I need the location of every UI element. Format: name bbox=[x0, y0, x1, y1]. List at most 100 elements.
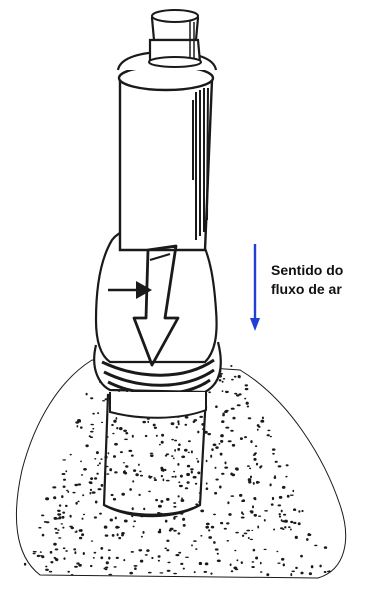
sand-dot bbox=[217, 553, 219, 555]
sand-dot bbox=[178, 495, 180, 497]
sand-dot bbox=[221, 473, 224, 475]
sand-dot bbox=[63, 557, 65, 560]
sand-dot bbox=[290, 573, 292, 576]
sand-dot bbox=[45, 566, 47, 568]
sand-dot bbox=[187, 465, 190, 468]
sand-dot bbox=[94, 458, 96, 460]
sand-dot bbox=[298, 522, 301, 525]
sand-dot bbox=[166, 540, 169, 542]
sand-dot bbox=[230, 365, 232, 367]
sand-dot bbox=[77, 425, 79, 427]
sand-dot bbox=[217, 560, 221, 563]
sand-dot bbox=[183, 524, 186, 527]
sand-dot bbox=[40, 551, 42, 553]
sand-dot bbox=[240, 437, 243, 440]
sand-dot bbox=[80, 461, 82, 463]
sand-dot bbox=[99, 513, 102, 515]
sand-dot bbox=[194, 571, 196, 573]
sand-dot bbox=[250, 476, 252, 479]
sand-dot bbox=[100, 556, 103, 559]
sand-dot bbox=[271, 503, 274, 505]
sand-dot bbox=[224, 467, 228, 469]
sand-dot bbox=[275, 461, 278, 463]
sand-dot bbox=[250, 539, 253, 540]
sand-dot bbox=[149, 476, 153, 478]
sand-dot bbox=[78, 564, 82, 567]
sand-dot bbox=[194, 419, 198, 421]
sand-dot bbox=[273, 529, 275, 531]
sand-dot bbox=[153, 424, 156, 427]
sand-dot bbox=[81, 474, 83, 475]
sand-dot bbox=[178, 443, 181, 446]
sand-dot bbox=[257, 424, 260, 427]
sand-dot bbox=[143, 508, 145, 511]
sand-dot bbox=[62, 473, 66, 475]
sand-dot bbox=[131, 551, 134, 553]
sand-dot bbox=[253, 497, 256, 500]
sand-dot bbox=[111, 494, 114, 496]
sand-dot bbox=[113, 498, 116, 501]
sand-dot bbox=[161, 434, 164, 437]
sand-dot bbox=[249, 468, 251, 470]
sand-dot bbox=[148, 572, 152, 574]
sand-dot bbox=[101, 422, 103, 423]
sand-dot bbox=[206, 482, 208, 484]
sand-dot bbox=[173, 471, 175, 473]
sand-dot bbox=[248, 417, 252, 419]
sand-dot bbox=[228, 440, 232, 442]
sand-dot bbox=[220, 440, 223, 443]
sand-dot bbox=[226, 522, 229, 524]
sand-dot bbox=[225, 410, 229, 412]
sand-dot bbox=[175, 476, 177, 478]
sand-dot bbox=[231, 379, 234, 381]
sand-dot bbox=[272, 448, 276, 450]
sand-dot bbox=[181, 456, 185, 459]
sand-dot bbox=[327, 571, 330, 573]
sand-dot bbox=[55, 558, 57, 561]
sand-dot bbox=[254, 453, 256, 456]
sand-dot bbox=[90, 489, 92, 491]
sand-dot bbox=[247, 465, 250, 467]
sand-dot bbox=[225, 391, 229, 393]
sand-dot bbox=[63, 547, 66, 549]
sand-dot bbox=[89, 481, 93, 483]
sand-dot bbox=[80, 426, 83, 428]
sand-dot bbox=[112, 534, 115, 537]
sand-dot bbox=[69, 526, 73, 528]
sand-dot bbox=[283, 563, 285, 566]
sand-dot bbox=[163, 478, 165, 481]
sand-dot bbox=[251, 566, 255, 568]
sand-dot bbox=[293, 508, 296, 511]
sand-dot bbox=[248, 478, 252, 481]
sand-dot bbox=[128, 450, 132, 452]
sand-dot bbox=[180, 563, 183, 565]
sand-dot bbox=[306, 538, 309, 541]
sand-dot bbox=[138, 494, 140, 496]
sand-dot bbox=[54, 528, 57, 530]
sand-dot bbox=[252, 505, 254, 508]
sand-dot bbox=[191, 450, 193, 453]
sand-dot bbox=[174, 516, 178, 517]
caption-line-2: fluxo de ar bbox=[271, 280, 343, 299]
sand-dot bbox=[111, 424, 114, 426]
sand-dot bbox=[211, 448, 213, 451]
sand-dot bbox=[281, 510, 283, 513]
sand-dot bbox=[167, 562, 170, 564]
sand-dot bbox=[255, 445, 257, 447]
sand-dot bbox=[115, 526, 119, 529]
sand-dot bbox=[300, 572, 303, 575]
sand-dot bbox=[154, 479, 157, 481]
sand-dot bbox=[70, 454, 72, 456]
sand-dot bbox=[124, 520, 128, 523]
sand-dot bbox=[199, 416, 203, 418]
sand-dot bbox=[173, 502, 176, 504]
sand-dot bbox=[132, 480, 134, 482]
sand-dot bbox=[67, 571, 70, 573]
sand-dot bbox=[83, 514, 85, 515]
sand-dot bbox=[145, 554, 148, 556]
sand-dot bbox=[62, 459, 66, 460]
sand-dot bbox=[115, 517, 117, 520]
sand-dot bbox=[319, 565, 321, 568]
sand-dot bbox=[241, 517, 245, 519]
sand-dot bbox=[179, 485, 183, 487]
